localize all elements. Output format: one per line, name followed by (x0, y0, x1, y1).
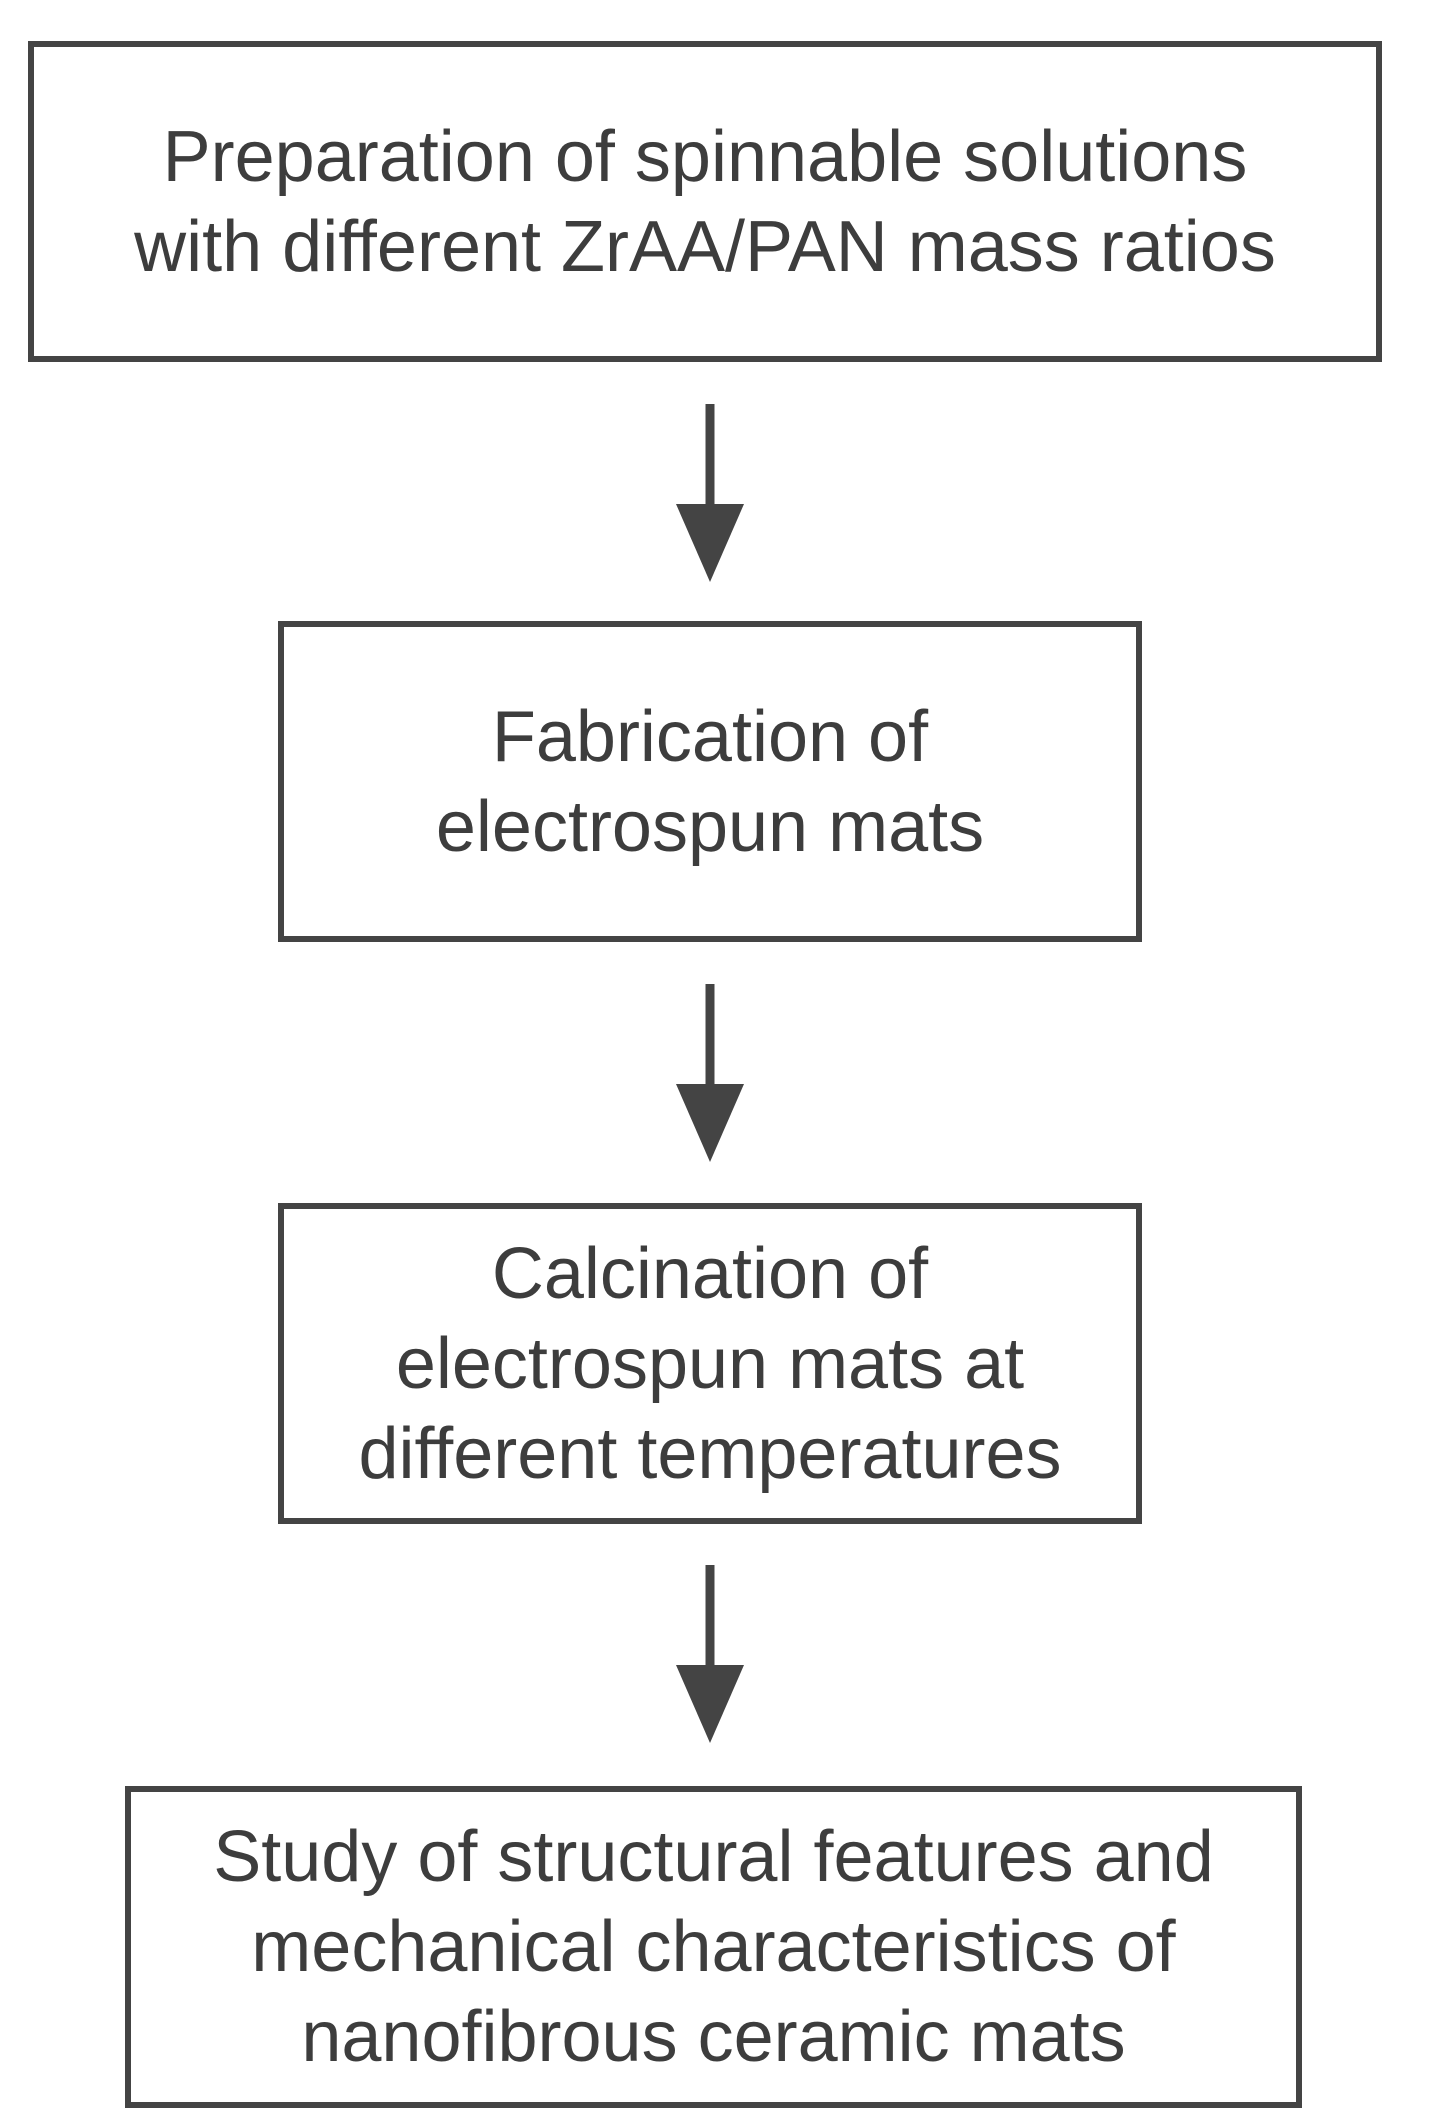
arrow-down-icon (676, 404, 744, 582)
step-box-calcination: Calcination of electrospun mats at diffe… (278, 1203, 1142, 1524)
step-label-study: Study of structural features and mechani… (213, 1817, 1214, 2077)
step-label-fabrication: Fabrication of electrospun mats (435, 696, 985, 867)
step-label-preparation: Preparation of spinnable solutions with … (134, 116, 1276, 287)
step-box-preparation: Preparation of spinnable solutions with … (28, 41, 1382, 362)
step-box-study: Study of structural features and mechani… (125, 1786, 1302, 2108)
arrow-down-icon (676, 1565, 744, 1743)
arrow-down-icon (676, 984, 744, 1162)
step-box-fabrication: Fabrication of electrospun mats (278, 621, 1142, 942)
step-label-calcination: Calcination of electrospun mats at diffe… (358, 1233, 1062, 1494)
